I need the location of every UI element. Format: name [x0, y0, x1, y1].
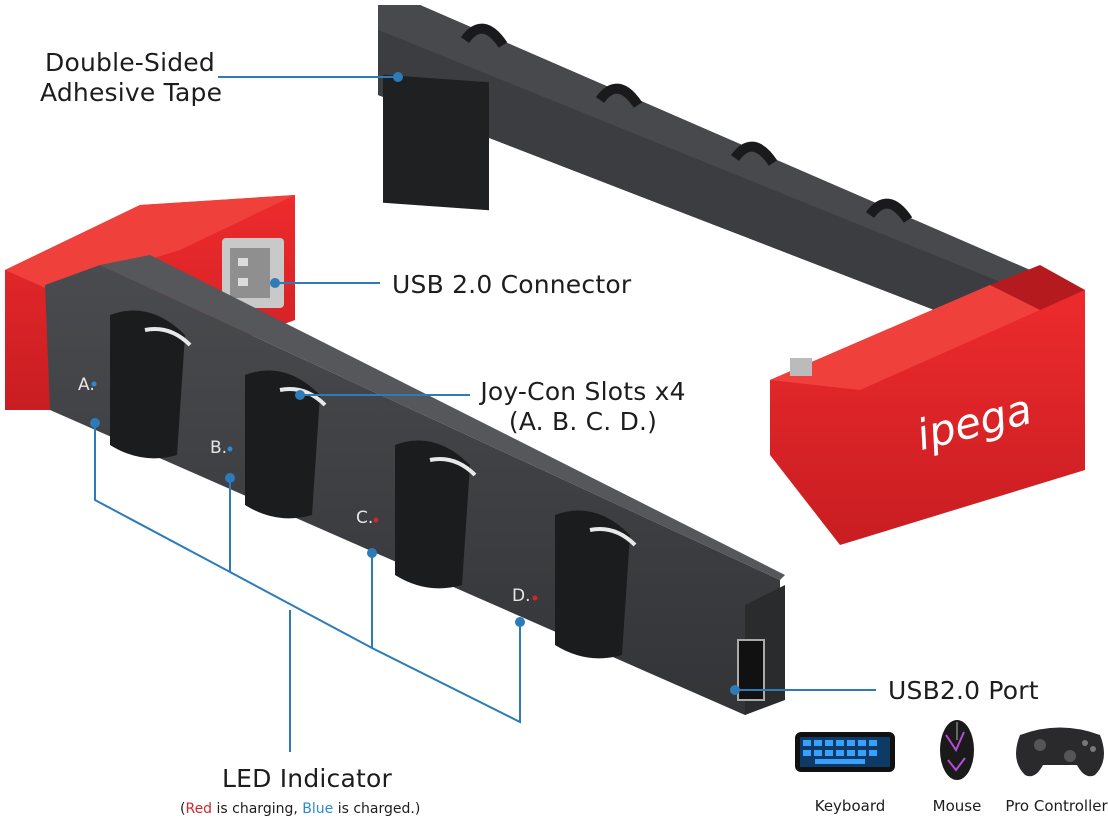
joycon-slot-c: [395, 440, 477, 589]
slot-letter-d: D.: [512, 586, 531, 606]
pro-controller-label: Pro Controller: [1005, 797, 1108, 815]
callout-lines: [94, 76, 876, 752]
joycon-slots-label: Joy-Con Slots x4 (A. B. C. D.): [480, 377, 686, 436]
adhesive-tape-pad: [383, 74, 489, 211]
joycon-slot-a: [110, 310, 192, 459]
mouse-label: Mouse: [932, 797, 982, 815]
slot-letter-b: B.: [210, 438, 227, 458]
controller-icon: [1016, 727, 1104, 777]
callout-dots: [90, 72, 740, 695]
led-indicator-title: LED Indicator: [222, 764, 392, 793]
led-b: [227, 446, 233, 452]
keyboard-label: Keyboard: [814, 797, 886, 815]
joycon-slot-d: [555, 510, 637, 659]
led-c: [373, 517, 379, 523]
mouse-icon: [940, 720, 974, 780]
usb-connector-plug: [222, 238, 284, 308]
back-dock: [378, 5, 1085, 545]
red-word: Red: [185, 801, 213, 817]
keyboard-icon: [795, 732, 895, 772]
front-dock: [5, 195, 785, 715]
usb-port-label: USB2.0 Port: [888, 676, 1039, 705]
adhesive-tape-label: Double-Sided Adhesive Tape: [40, 48, 223, 107]
slot-letter-c: C.: [356, 508, 373, 528]
blue-word: Blue: [302, 801, 334, 817]
led-d: [532, 595, 538, 601]
usb-connector-label: USB 2.0 Connector: [392, 270, 632, 299]
led-indicator-note: (Red is charging, Blue is charged.): [180, 801, 421, 817]
led-a: [91, 381, 97, 387]
joycon-slot-b: [245, 370, 327, 519]
slot-letter-a: A.: [78, 375, 95, 395]
